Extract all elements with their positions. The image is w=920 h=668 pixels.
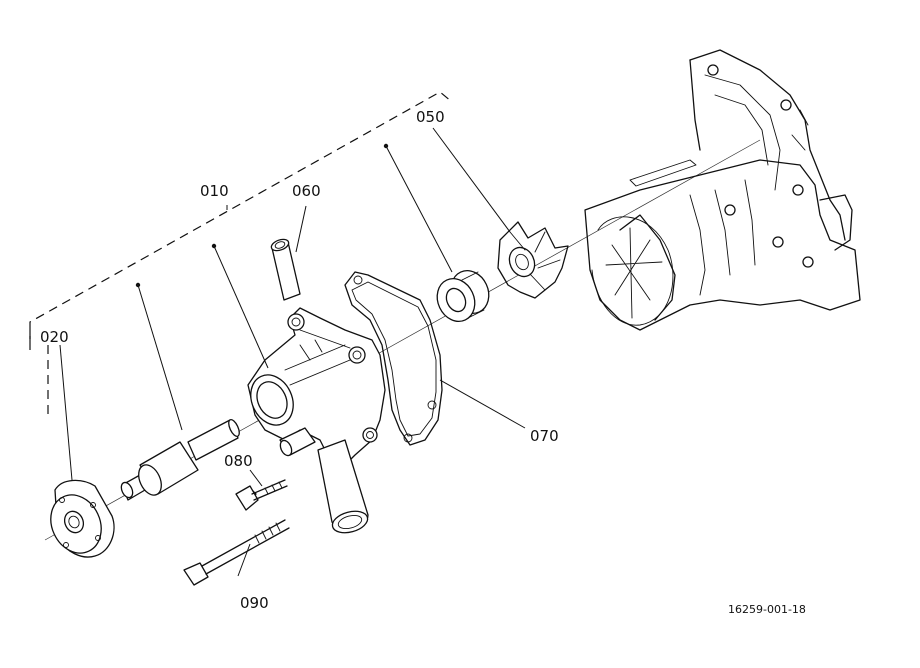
label-070: 070 — [530, 427, 559, 445]
label-020: 020 — [40, 328, 69, 346]
label-010: 010 — [200, 182, 229, 200]
part-seal — [436, 270, 490, 322]
leader-lines — [59, 127, 526, 577]
part-shaft-bearing — [120, 419, 240, 501]
part-090-long-bolt — [183, 519, 290, 586]
engine-block-drawing — [584, 49, 861, 331]
label-060: 060 — [292, 182, 321, 200]
part-080-short-bolt — [235, 479, 288, 511]
label-090: 090 — [240, 594, 269, 612]
label-050: 050 — [416, 108, 445, 126]
part-050-impeller — [497, 221, 569, 299]
part-020-pulley-flange — [50, 479, 115, 558]
drawing-number: 16259-001-18 — [728, 603, 806, 616]
assembly-bracket-010 — [29, 91, 453, 420]
part-070-gasket — [344, 271, 443, 446]
part-010-water-pump-body — [247, 307, 386, 534]
label-080: 080 — [224, 452, 253, 470]
part-060-pipe — [270, 238, 301, 301]
